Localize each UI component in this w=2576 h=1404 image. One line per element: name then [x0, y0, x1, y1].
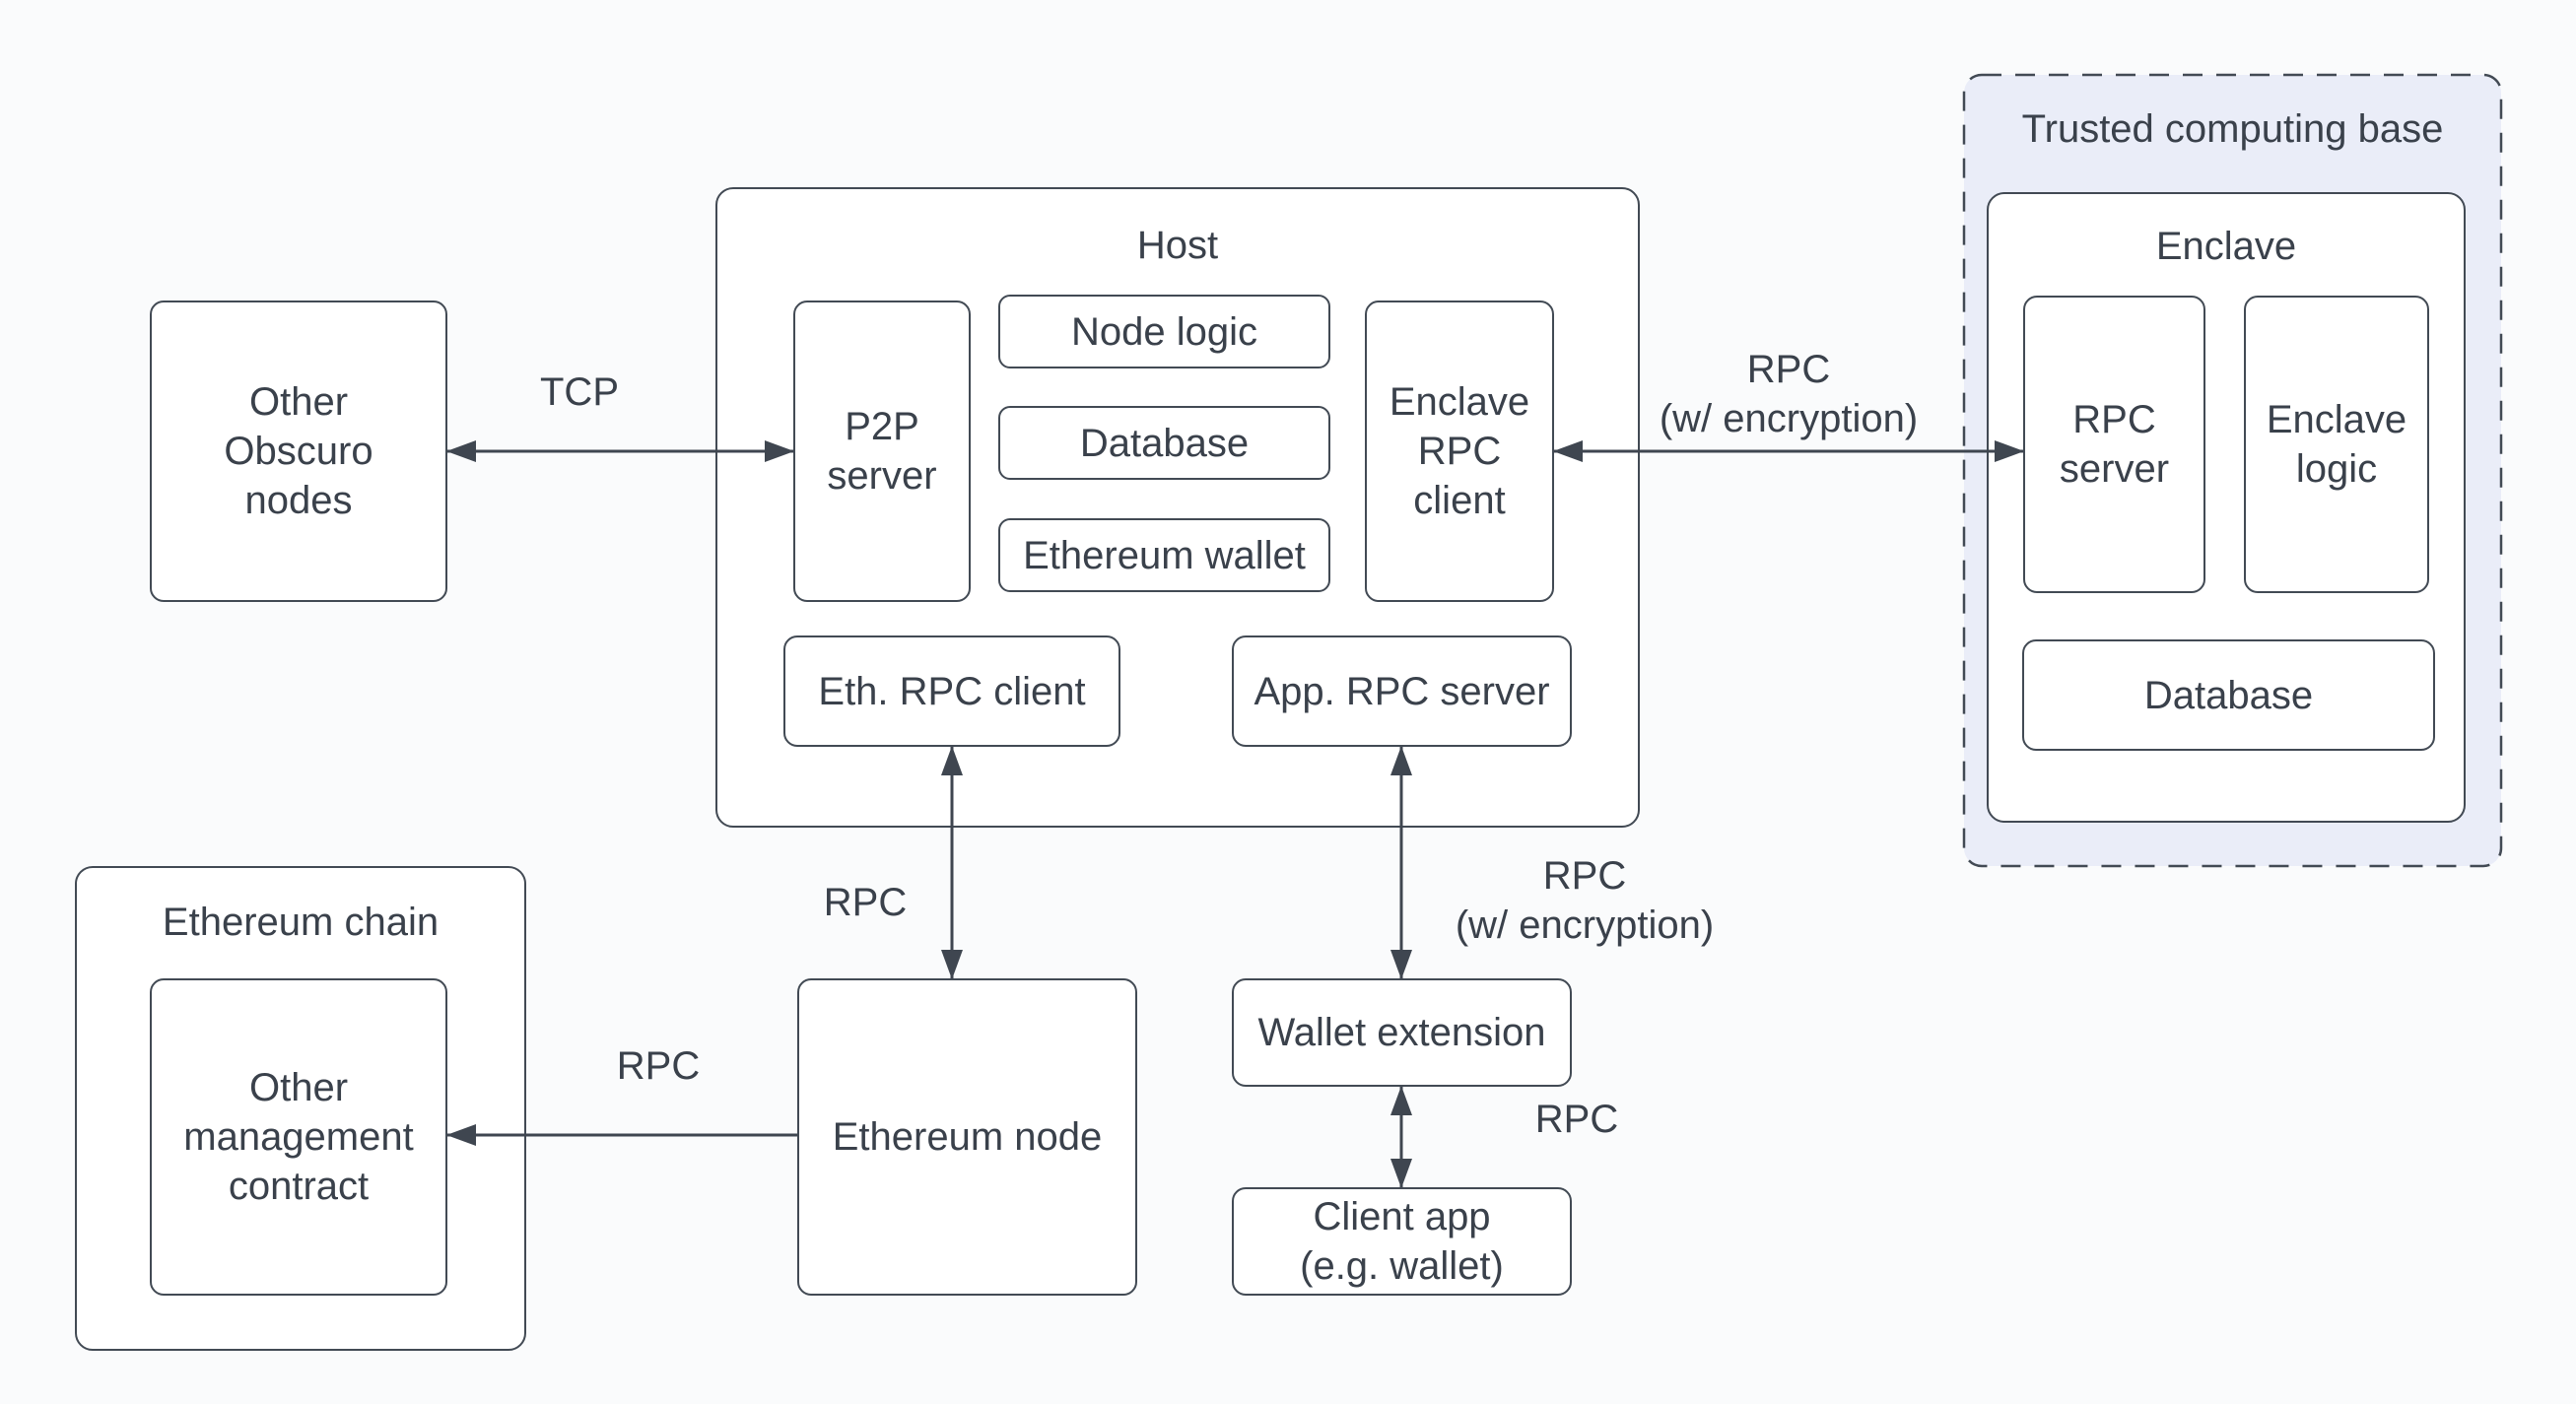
node-enclave-rpc-client: Enclave RPC client — [1365, 301, 1554, 602]
node-wallet-extension: Wallet extension — [1232, 978, 1572, 1087]
node-other-obscuro-nodes: Other Obscuro nodes — [150, 301, 447, 602]
node-rpc-server: RPC server — [2023, 296, 2205, 593]
node-host-database: Database — [998, 406, 1330, 480]
enclave-title: Enclave — [2155, 225, 2297, 268]
node-ethereum-wallet: Ethereum wallet — [998, 518, 1330, 592]
node-ethereum-node: Ethereum node — [797, 978, 1137, 1296]
edge-label-rpc-host-ethnode: RPC — [823, 881, 908, 924]
edge-label-rpc-node-contract: RPC — [616, 1044, 701, 1088]
edge-label-tcp: TCP — [540, 370, 619, 414]
edge-label-rpc-encrypted-top: RPC (w/ encryption) — [1659, 348, 1919, 440]
ethereum-chain-title: Ethereum chain — [162, 901, 440, 944]
node-node-logic: Node logic — [998, 295, 1330, 368]
node-other-management-contract: Other management contract — [150, 978, 447, 1296]
node-client-app: Client app (e.g. wallet) — [1232, 1187, 1572, 1296]
edge-label-rpc-wallet-client: RPC — [1534, 1098, 1619, 1141]
edge-label-rpc-encrypted-bottom: RPC (w/ encryption) — [1455, 854, 1715, 947]
node-enclave-database: Database — [2022, 639, 2435, 751]
tcb-title: Trusted computing base — [2021, 107, 2444, 151]
node-eth-rpc-client: Eth. RPC client — [783, 635, 1120, 747]
host-title: Host — [1136, 224, 1219, 267]
node-app-rpc-server: App. RPC server — [1232, 635, 1572, 747]
node-p2p-server: P2P server — [793, 301, 971, 602]
node-enclave-logic: Enclave logic — [2244, 296, 2429, 593]
